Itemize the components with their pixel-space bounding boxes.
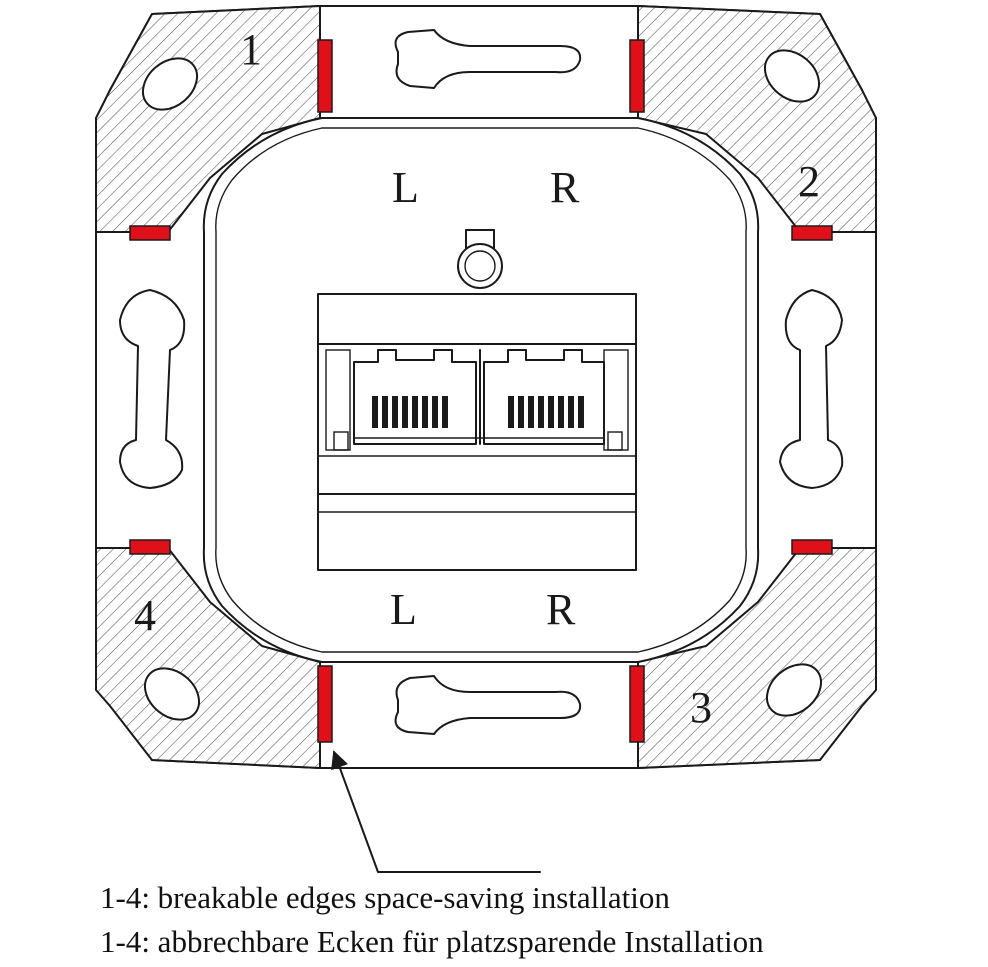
break-marker-bottom-right bbox=[629, 665, 645, 743]
pointer-arrow bbox=[331, 750, 541, 873]
break-marker-bottom-left bbox=[317, 665, 333, 743]
corner-slot-4 bbox=[144, 667, 200, 721]
label-top-left: L bbox=[392, 163, 419, 212]
label-bottom-left: L bbox=[390, 585, 417, 634]
screw-ring-inner bbox=[464, 250, 496, 282]
break-marker-left-upper bbox=[129, 225, 171, 241]
top-edge-slot bbox=[394, 29, 582, 89]
label-bottom-right: R bbox=[546, 585, 576, 634]
corner-number-3: 3 bbox=[690, 683, 712, 732]
inner-faceplate-rim bbox=[215, 127, 747, 653]
corner-slot-2 bbox=[764, 49, 820, 103]
break-marker-left-lower bbox=[129, 539, 171, 555]
contacts-right bbox=[508, 396, 584, 428]
break-marker-right-lower bbox=[791, 539, 833, 555]
label-top-right: R bbox=[550, 163, 580, 212]
breakable-corner-2 bbox=[637, 5, 877, 233]
left-edge-slot bbox=[119, 289, 186, 489]
contacts-left bbox=[372, 396, 448, 428]
right-edge-slot bbox=[779, 289, 844, 489]
caption-english: 1-4: breakable edges space-saving instal… bbox=[100, 880, 670, 915]
break-marker-right-upper bbox=[791, 225, 833, 241]
corner-number-4: 4 bbox=[134, 591, 156, 640]
corner-slot-1 bbox=[142, 57, 198, 111]
break-marker-top-left bbox=[317, 39, 333, 113]
break-marker-top-right bbox=[629, 39, 645, 113]
corner-number-1: 1 bbox=[240, 25, 262, 74]
caption-german: 1-4: abbrechbare Ecken für platzsparende… bbox=[100, 924, 764, 959]
rj45-module bbox=[317, 293, 637, 571]
breakable-corner-3 bbox=[637, 547, 877, 769]
bottom-edge-slot bbox=[394, 675, 582, 735]
corner-slot-3 bbox=[766, 663, 822, 717]
corner-number-2: 2 bbox=[798, 157, 820, 206]
